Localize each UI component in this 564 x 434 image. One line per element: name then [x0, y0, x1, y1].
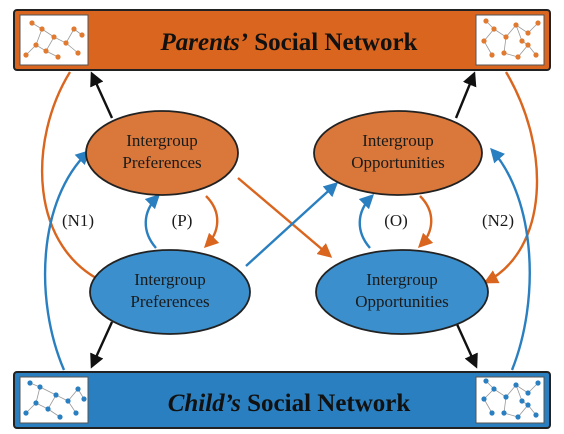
child-network-banner: Child’s Social Network — [13, 371, 551, 429]
arrow-o-up — [358, 193, 375, 249]
node-child-preferences-line2: Preferences — [130, 292, 209, 311]
parents-banner-box — [13, 9, 551, 71]
parents-network-banner: Parents’ Social Network — [13, 9, 551, 71]
node-child-opportunities: Intergroup Opportunities — [315, 249, 489, 335]
arrow-child-preferences-to-child-network — [90, 321, 114, 369]
arrow-parent-preferences-to-child-opportunities — [237, 177, 333, 258]
node-parent-opportunities-line1: Intergroup — [362, 131, 433, 150]
node-parent-opportunities: Intergroup Opportunities — [313, 110, 483, 196]
arrow-parent-preferences-to-parents-network — [90, 71, 114, 119]
arrow-child-to-parent-opportunities — [490, 147, 531, 371]
arrow-p-down — [203, 195, 220, 249]
child-banner-title: Child’s Social Network — [168, 390, 411, 417]
node-child-opportunities-line2: Opportunities — [355, 292, 449, 311]
node-parent-preferences-line1: Intergroup — [126, 131, 197, 150]
parents-banner-title: Parents’ Social Network — [160, 29, 418, 56]
node-parent-preferences-line2: Preferences — [122, 153, 201, 172]
arrow-parents-to-child-preferences — [40, 71, 111, 287]
node-child-preferences: Intergroup Preferences — [89, 249, 251, 335]
arrow-p-up — [144, 193, 161, 249]
node-child-opportunities-line1: Intergroup — [366, 270, 437, 289]
network-graph-icon — [19, 376, 89, 424]
edge-label-o: (O) — [384, 211, 408, 230]
arrow-o-down — [417, 195, 434, 249]
edge-label-p: (P) — [172, 211, 193, 230]
edge-label-n2: (N2) — [482, 211, 514, 230]
node-parent-opportunities-line2: Opportunities — [351, 153, 445, 172]
arrow-child-to-parent-preferences — [43, 150, 91, 371]
arrow-parents-to-child-opportunities — [483, 71, 539, 284]
node-child-preferences-line1: Intergroup — [134, 270, 205, 289]
arrow-child-preferences-to-parent-opportunities — [245, 182, 339, 267]
arrow-child-opportunities-to-child-network — [454, 321, 478, 369]
child-banner-box — [13, 371, 551, 429]
arrow-parent-opportunities-to-parents-network — [454, 71, 477, 119]
edge-label-n1: (N1) — [62, 211, 94, 230]
node-parent-preferences: Intergroup Preferences — [85, 110, 239, 196]
network-graph-icon — [475, 14, 545, 66]
network-graph-icon — [475, 376, 545, 424]
network-graph-icon — [19, 14, 89, 66]
